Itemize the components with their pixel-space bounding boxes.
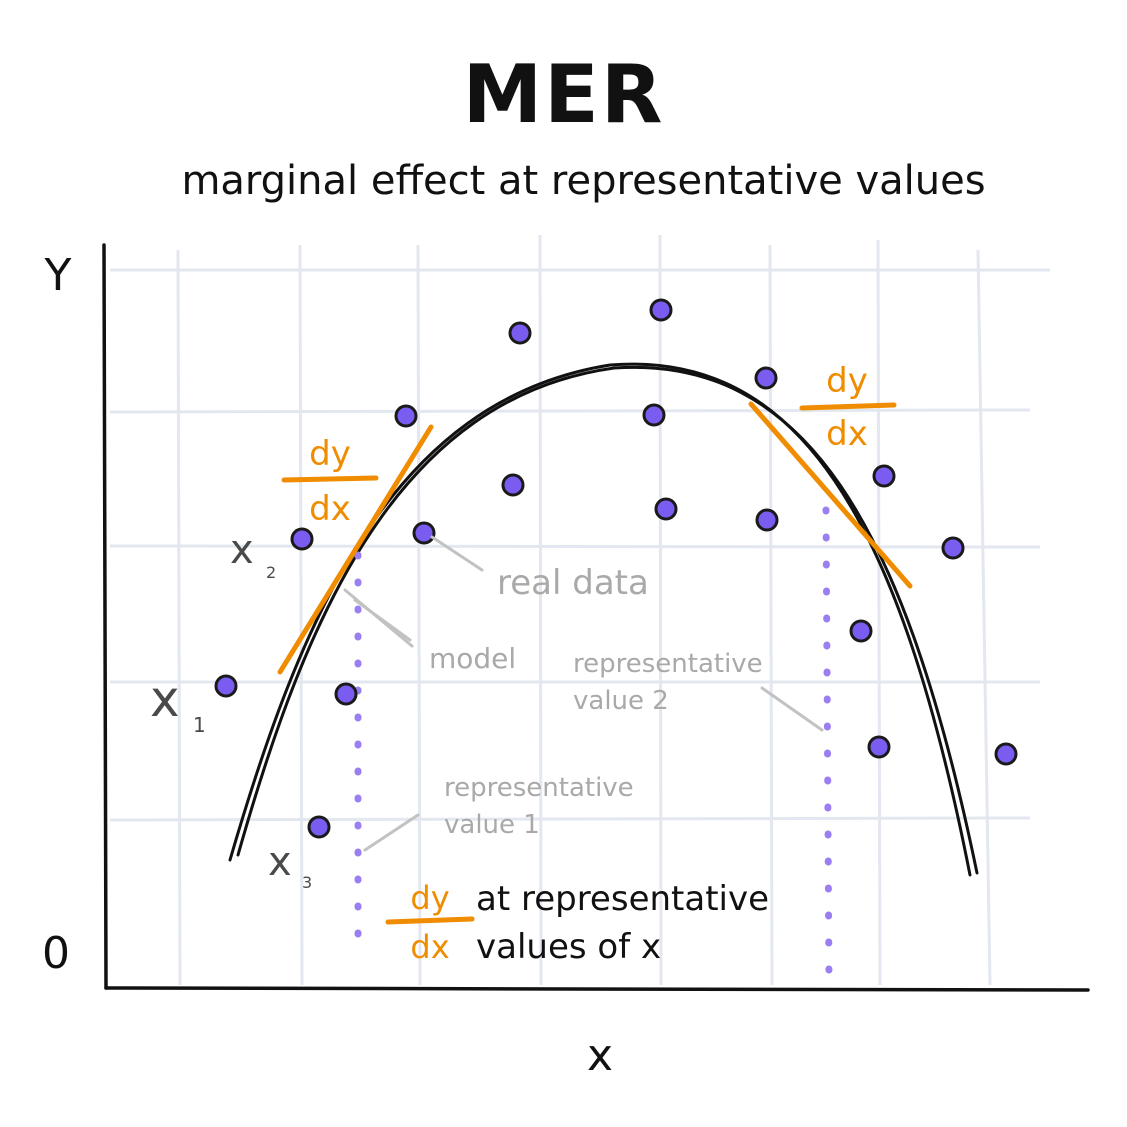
data-point bbox=[334, 682, 358, 706]
diagram-subtitle: marginal effect at representative values bbox=[181, 158, 986, 204]
data-point bbox=[994, 742, 1018, 766]
legend: dy dx at representative values of x bbox=[385, 879, 769, 967]
derivative-label-2: dy dx bbox=[799, 361, 897, 454]
data-point bbox=[872, 464, 896, 488]
data-point bbox=[941, 536, 965, 560]
x-axis-label: x bbox=[587, 1030, 613, 1081]
legend-numerator: dy bbox=[410, 879, 449, 917]
derivative-label-1-denominator: dx bbox=[309, 489, 351, 529]
point-label-x2-sub: 2 bbox=[266, 563, 276, 582]
data-point bbox=[394, 404, 418, 428]
point-label-x3: x 3 bbox=[268, 839, 312, 892]
data-point bbox=[654, 497, 678, 521]
data-point bbox=[642, 403, 666, 427]
data-point bbox=[307, 815, 331, 839]
rep-value-2-line1: representative bbox=[573, 649, 763, 679]
data-point bbox=[867, 735, 891, 759]
point-label-x3-name: x bbox=[268, 839, 292, 885]
point-label-x2: x 2 bbox=[230, 527, 276, 582]
derivative-label-1: dy dx bbox=[281, 434, 379, 529]
diagram-title: MER bbox=[462, 48, 665, 141]
model-curve bbox=[228, 362, 979, 877]
point-label-x1-name: x bbox=[150, 670, 180, 728]
derivative-label-1-numerator: dy bbox=[309, 434, 351, 474]
rep-value-1-line1: representative bbox=[444, 773, 634, 803]
data-point bbox=[754, 366, 778, 390]
annotation-leaders bbox=[343, 535, 824, 852]
data-point bbox=[508, 321, 532, 345]
point-label-x2-name: x bbox=[230, 527, 254, 573]
model-annotation: model bbox=[429, 642, 516, 675]
tangent-line-1 bbox=[277, 424, 434, 675]
data-point bbox=[412, 521, 436, 545]
point-label-x1-sub: 1 bbox=[193, 713, 206, 737]
rep-value-2-line2: value 2 bbox=[573, 686, 669, 716]
point-label-x3-sub: 3 bbox=[302, 873, 312, 892]
derivative-label-2-denominator: dx bbox=[826, 414, 868, 454]
rep-value-1-line2: value 1 bbox=[444, 810, 540, 840]
legend-line2: values of x bbox=[476, 927, 661, 967]
data-points bbox=[214, 298, 1018, 839]
x-axis bbox=[104, 986, 1090, 992]
origin-label: 0 bbox=[42, 928, 70, 979]
legend-line1: at representative bbox=[476, 879, 769, 919]
data-point bbox=[290, 527, 314, 551]
data-point bbox=[849, 619, 873, 643]
real-data-annotation: real data bbox=[497, 563, 649, 603]
legend-denominator: dx bbox=[410, 928, 449, 966]
tangent-line-2 bbox=[748, 401, 913, 589]
derivative-label-2-numerator: dy bbox=[826, 361, 868, 401]
point-label-x1: x 1 bbox=[150, 670, 206, 737]
grid bbox=[109, 234, 1050, 986]
data-point bbox=[501, 473, 525, 497]
data-point bbox=[214, 674, 238, 698]
data-point bbox=[649, 298, 673, 322]
y-axis bbox=[102, 243, 108, 990]
representative-line-2 bbox=[822, 506, 833, 984]
y-axis-label: Y bbox=[44, 250, 72, 301]
data-point bbox=[755, 508, 779, 532]
